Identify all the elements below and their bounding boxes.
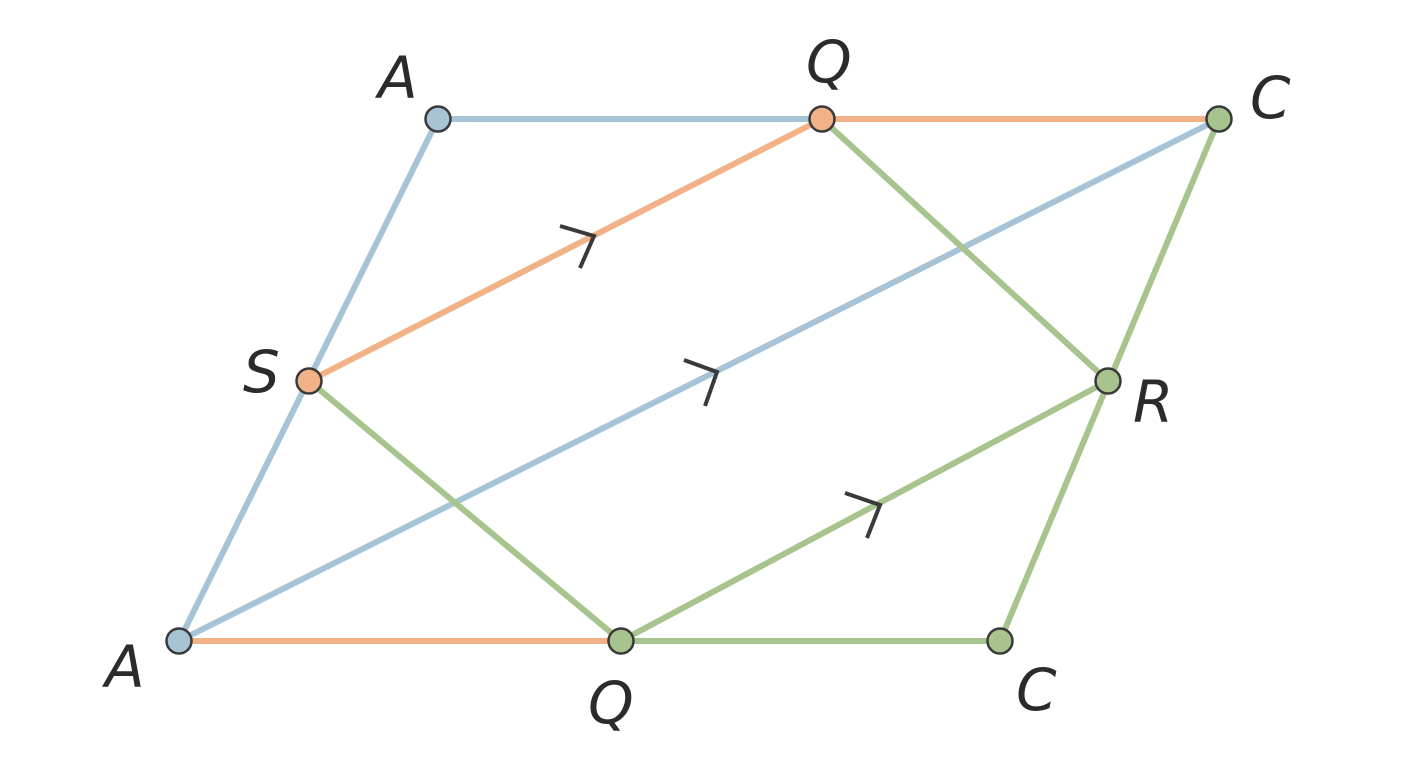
segment-q-to-r (819, 116, 1111, 384)
parallel-arrow-qr (844, 491, 883, 539)
parallel-arrow-diagonal (683, 358, 720, 407)
label-q-bottom: Q (588, 669, 634, 737)
point-c-bottom (986, 627, 1014, 655)
point-q-bottom (607, 627, 635, 655)
point-a-bottom (165, 627, 193, 655)
diagonal-a-to-c (176, 116, 1222, 644)
label-a-bottom: A (101, 633, 145, 701)
segment-s-to-bottom-q (306, 378, 624, 644)
label-s: S (243, 338, 280, 406)
point-s (295, 367, 323, 395)
segment-bottom-q-to-r (618, 378, 1111, 644)
label-r: R (1133, 368, 1173, 436)
label-q-top: Q (806, 28, 852, 96)
label-c-top: C (1250, 64, 1291, 132)
point-r (1094, 367, 1122, 395)
point-a-top (424, 105, 452, 133)
label-c-bottom: C (1016, 656, 1057, 724)
segment-s-to-q (306, 116, 825, 384)
label-a-top: A (374, 44, 418, 112)
point-c-top (1205, 105, 1233, 133)
parallel-arrow-sq (559, 224, 597, 269)
point-q-top (808, 105, 836, 133)
